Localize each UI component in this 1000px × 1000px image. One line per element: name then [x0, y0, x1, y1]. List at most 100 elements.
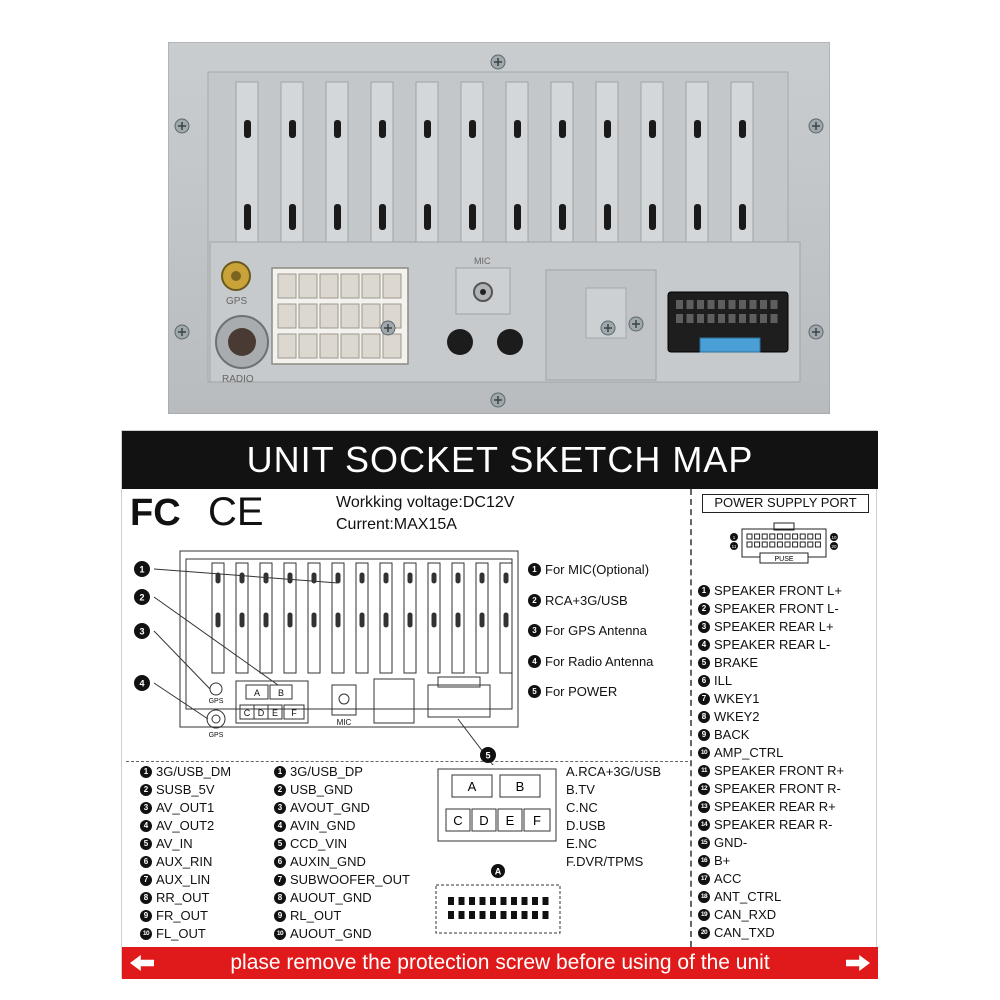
power-pin-label: SPEAKER FRONT R- — [714, 781, 841, 796]
ce-logo: CE — [208, 491, 264, 531]
photo-pin — [749, 300, 757, 309]
photo-pin — [277, 303, 297, 329]
photo-pin — [760, 300, 767, 309]
number-badge: 4 — [698, 638, 710, 651]
photo-slot — [244, 120, 251, 138]
connector-a-right-label: SUBWOOFER_OUT — [290, 872, 410, 887]
number-badge: 9 — [698, 728, 710, 741]
power-pin-label: B+ — [714, 853, 731, 868]
number-badge: 16 — [698, 854, 710, 867]
photo-pin — [739, 300, 746, 309]
arrow-right-icon — [846, 955, 870, 971]
callout-label: For Radio Antenna — [545, 653, 654, 669]
a-connector-pin — [458, 911, 465, 919]
photo-slot — [469, 204, 476, 230]
power-pin-label: SPEAKER REAR R+ — [714, 799, 836, 814]
abc-cell-letter: D — [479, 813, 488, 828]
callout-badge — [134, 623, 150, 639]
callout-badge-number: 2 — [139, 593, 144, 603]
number-badge: 11 — [698, 764, 710, 777]
screw-cross — [178, 328, 186, 336]
diagram-slot — [383, 612, 389, 628]
screw-cross — [494, 396, 502, 404]
diagram-rib — [427, 562, 441, 674]
diagram-slot — [239, 572, 245, 584]
abc-cell — [497, 808, 523, 832]
diagram-slot — [455, 572, 461, 584]
diagram-connector-letter: A — [254, 688, 260, 698]
callout-leader-line — [153, 630, 211, 690]
plug-pin — [792, 533, 799, 540]
photo-pin — [770, 300, 778, 309]
number-badge: 10 — [698, 746, 710, 759]
power-pin-label: ACC — [714, 871, 742, 886]
diagram-gps-port — [209, 682, 223, 696]
photo-slot — [379, 204, 386, 230]
abc-cell — [499, 774, 541, 798]
diagram-slot — [479, 612, 485, 628]
photo-pin — [298, 273, 318, 299]
photo-pin — [718, 300, 725, 309]
power-supply-port-title: POWER SUPPLY PORT — [702, 494, 869, 513]
power-pin-label: AMP_CTRL — [714, 745, 784, 760]
connector-a-right-label: CCD_VIN — [290, 836, 348, 851]
arrow-left-icon — [130, 955, 154, 971]
diagram-mic-hole — [338, 693, 350, 705]
number-badge: 4 — [274, 819, 286, 832]
plug-pin — [807, 533, 814, 540]
photo-pin — [676, 300, 683, 309]
power-pin-label: ILL — [714, 673, 733, 688]
diagram-slot — [335, 572, 341, 584]
a-connector-pin — [479, 911, 486, 919]
connector-a-left-label: AV_OUT1 — [156, 800, 215, 815]
a-connector-pin — [532, 911, 538, 919]
number-badge: 3 — [528, 624, 541, 638]
diagram-outline — [179, 550, 519, 728]
photo-slot — [739, 204, 746, 230]
photo-slot — [334, 204, 341, 230]
photo-pin — [340, 273, 360, 299]
abc-cell-letter: F — [533, 813, 541, 828]
number-badge: 7 — [140, 873, 152, 886]
abc-cell — [523, 808, 551, 832]
photo-slot — [289, 120, 296, 138]
plug-pin-mark — [730, 533, 738, 541]
plug-pin-mark — [830, 533, 838, 541]
connector-a-right-label: RL_OUT — [290, 908, 342, 923]
photo-pin — [382, 333, 402, 359]
screw-cross — [178, 122, 186, 130]
diagram-connector-letter: D — [258, 708, 265, 718]
current-max-text: Current:MAX15A — [336, 516, 457, 533]
diagram-connector-cell — [245, 684, 269, 700]
photo-pin — [277, 273, 297, 299]
diagram-rib — [211, 562, 225, 674]
abc-cell-letter: A — [468, 779, 477, 794]
photo-slot — [649, 120, 656, 138]
photo-pin — [319, 303, 339, 329]
plug-pin-mark-number: 1 — [733, 535, 736, 540]
callout-badge-number: 5 — [485, 751, 490, 761]
diagram-connector-cell — [269, 684, 293, 700]
number-badge: 3 — [698, 620, 710, 633]
plug-pin — [761, 541, 768, 548]
photo-pin — [319, 273, 339, 299]
number-badge: 19 — [698, 908, 710, 921]
number-badge: 6 — [274, 855, 286, 868]
power-pin-label: CAN_RXD — [714, 907, 777, 922]
connector-a-right-label: AUOUT_GND — [290, 926, 372, 941]
screw-cross — [384, 324, 392, 332]
unit-back-photo: GPS RADIO MIC — [168, 42, 830, 414]
unit-socket-sticker: UNIT SOCKET SKETCH MAP FC CE Workking vo… — [121, 430, 878, 979]
diagram-power-clip — [437, 676, 481, 688]
abc-cell — [445, 808, 471, 832]
connector-a-right-label: AUOUT_GND — [290, 890, 372, 905]
